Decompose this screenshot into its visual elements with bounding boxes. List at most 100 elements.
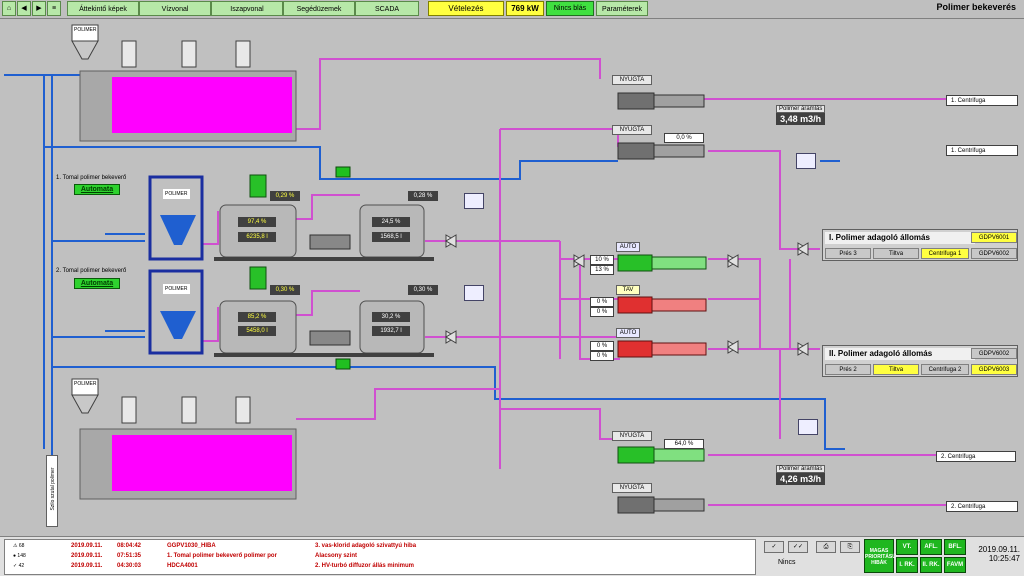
station2-centrifuge[interactable]: Centrifuga 2 <box>921 364 969 375</box>
back-icon[interactable]: ◀ <box>17 1 31 16</box>
mixer2-trend-icon[interactable] <box>464 285 484 301</box>
print-all-icon[interactable]: ⎘ <box>840 541 860 553</box>
bfl-button[interactable]: BFL. <box>944 539 966 555</box>
ack-icon[interactable]: ✓ <box>764 541 784 553</box>
mixer2-tank1-level: 85,2 % <box>238 312 276 322</box>
alarm-count-ack: ✓ 42 <box>13 563 25 569</box>
afl-button[interactable]: AFL. <box>920 539 942 555</box>
flow1-trend-icon[interactable] <box>796 153 816 169</box>
vetelezes-indicator[interactable]: Vételezés <box>428 1 504 16</box>
dosing3-mode[interactable]: AUTO <box>616 328 640 338</box>
mixer1-trend-icon[interactable] <box>464 193 484 209</box>
flow1-label: Polimer áramlás <box>776 105 826 113</box>
mixer2-tank1-volume: 5458,0 l <box>238 326 276 336</box>
flow1-value: 3,48 m3/h <box>776 113 826 125</box>
water-valve-upper <box>335 166 351 178</box>
alarm-count-active: ● 148 <box>13 553 26 559</box>
ack-all-icon[interactable]: ✓✓ <box>788 541 808 553</box>
lower-hopper-label: POLIMER <box>74 381 97 387</box>
mixer2-label: 2. Tomal polimer bekeverő <box>56 268 127 274</box>
station1-state: Tiltva <box>873 248 919 259</box>
forward-icon[interactable]: ▶ <box>32 1 46 16</box>
dosing1-v1: 10 % <box>590 255 614 265</box>
vt-button[interactable]: VT. <box>896 539 918 555</box>
flow2-trend-icon[interactable] <box>798 419 818 435</box>
mixer1-tank2-level: 24,5 % <box>372 217 410 227</box>
polymer-pipes <box>203 58 950 506</box>
mixer1-frame <box>148 175 204 261</box>
pump-top1-status[interactable]: NYUGTA <box>612 75 652 85</box>
mixer1-label: 1. Tomal polimer bekeverő <box>56 175 127 181</box>
alarm-bar: ⚠ 68 ● 148 ✓ 42 2019.09.11. 08:04:42 GGP… <box>0 536 1024 576</box>
clock: 2019.09.11. 10:25:47 <box>978 545 1020 563</box>
nav-sludge-line-button[interactable]: Iszapvonal <box>211 1 283 16</box>
page-title: Polimer bekeverés <box>936 2 1016 12</box>
nincs-label: Nincs <box>778 559 796 566</box>
dosing3-v2: 0 % <box>590 351 614 361</box>
dosing1-mode[interactable]: AUTO <box>616 242 640 252</box>
pump-top2-status[interactable]: NYUGTA <box>612 125 652 135</box>
dosing2-mode[interactable]: TAV <box>616 285 640 295</box>
dosing-station-1: I. Polimer adagoló állomás GDPV6001 Prés… <box>822 229 1018 261</box>
billing-indicator: Nincs blás <box>546 1 594 16</box>
menu-icon[interactable]: ≡ <box>47 1 61 16</box>
nav-overview-button[interactable]: Áttekintő képek <box>67 1 139 16</box>
mixer2-agitator-motor <box>249 266 267 290</box>
dosing2-v2: 0 % <box>590 307 614 317</box>
flow-meter-1: Polimer áramlás 3,48 m3/h <box>776 105 826 125</box>
mixer2-frame <box>148 269 204 355</box>
mixer1-valve-percent: 0,28 % <box>408 191 438 201</box>
mixer2-mode-button[interactable]: Automata <box>74 278 120 289</box>
rk2-button[interactable]: II. RK. <box>920 557 942 573</box>
favm-button[interactable]: FAVM <box>944 557 966 573</box>
pump-bottom1-status[interactable]: NYUGTA <box>612 431 652 441</box>
dosing3-v1: 0 % <box>590 341 614 351</box>
dosing-station-2: II. Polimer adagoló állomás GDPV6002 Pré… <box>822 345 1018 377</box>
nav-utilities-button[interactable]: Segédüzemek <box>283 1 355 16</box>
station1-tag1[interactable]: GDPV6001 <box>971 232 1017 243</box>
flow2-value: 4,26 m3/h <box>776 473 826 485</box>
rk1-button[interactable]: I. RK. <box>896 557 918 573</box>
station2-tag1[interactable]: GDPV6002 <box>971 348 1017 359</box>
nav-water-line-button[interactable]: Vízvonal <box>139 1 211 16</box>
mixer1-agitator-motor <box>249 174 267 198</box>
destination-centrifuge2a: 2. Centrifuga <box>936 451 1016 462</box>
alarm-list[interactable]: ⚠ 68 ● 148 ✓ 42 2019.09.11. 08:04:42 GGP… <box>4 539 756 575</box>
pump-top2-value: 0,0 % <box>664 133 704 143</box>
mixer1-mode-button[interactable]: Automata <box>74 184 120 195</box>
upper-hopper <box>71 24 99 60</box>
upper-tank-liquid <box>112 77 292 133</box>
station2-press: Prés 2 <box>825 364 871 375</box>
mixer2-valve-percent: 0,30 % <box>408 285 438 295</box>
mixer2-tank2-level: 30,2 % <box>372 312 410 322</box>
home-icon[interactable]: ⌂ <box>2 1 16 16</box>
flow2-label: Polimer áramlás <box>776 465 826 473</box>
top-toolbar: ⌂ ◀ ▶ ≡ Áttekintő képek Vízvonal Iszapvo… <box>0 0 1024 19</box>
water-pipes <box>4 74 845 489</box>
mixer1-tank1-volume: 6235,8 l <box>238 232 276 242</box>
station1-centrifuge[interactable]: Centrifuga 1 <box>921 248 969 259</box>
dosing1-v2: 13 % <box>590 265 614 275</box>
silo-label: Szilo szutal polimer <box>50 467 56 511</box>
row2-floor <box>214 353 434 357</box>
mixer2-hopper-label: POLIMER <box>163 284 190 294</box>
transfer-pump-2 <box>309 330 351 346</box>
pump-bottom2-status[interactable]: NYUGTA <box>612 483 652 493</box>
print-icon[interactable]: ⎙ <box>816 541 836 553</box>
nav-scada-button[interactable]: SCADA <box>355 1 419 16</box>
station1-press: Prés 3 <box>825 248 871 259</box>
pump-bottom1-value: 64,0 % <box>664 439 704 449</box>
mixer1-hopper-label: POLIMER <box>163 189 190 199</box>
station2-state: Tiltva <box>873 364 919 375</box>
upper-hopper-label: POLIMER <box>74 27 97 33</box>
clock-date: 2019.09.11. <box>978 545 1020 554</box>
transfer-pump-1 <box>309 234 351 250</box>
process-diagram: POLIMER POLIMER 1. Tomal polimer bekever… <box>0 19 1024 535</box>
parameters-button[interactable]: Paraméterek <box>596 1 648 16</box>
station2-tag2[interactable]: GDPV6003 <box>971 364 1017 375</box>
destination-centrifuge2b: 2. Centrifuga <box>946 501 1018 512</box>
lower-hopper <box>71 378 99 414</box>
power-indicator: 769 kW <box>506 1 544 16</box>
station1-tag2[interactable]: GDPV6002 <box>971 248 1017 259</box>
high-priority-faults-button[interactable]: MAGAS PRIORITÁSÚ HIBÁK <box>864 539 896 573</box>
